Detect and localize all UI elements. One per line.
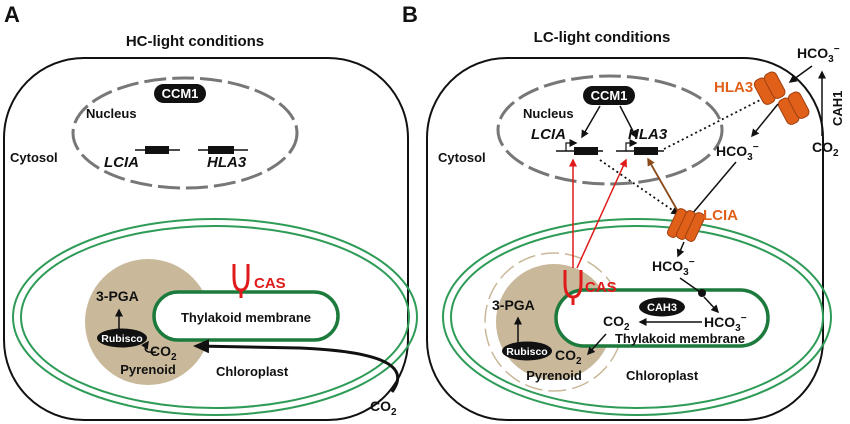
- panel-a-rubisco-badge: [97, 328, 147, 348]
- panel-b-letter: B: [402, 2, 418, 27]
- panel-b-lcia-to-stroma-arrow: [676, 241, 685, 258]
- panel-a-co2-to-rubisco-arrow: [141, 340, 157, 354]
- panel-b-title: LC-light conditions: [534, 29, 671, 46]
- panel-b-lcia-label: LCIA: [703, 207, 738, 224]
- panel-b-hco3-lumen: HCO3−: [704, 313, 747, 334]
- panel-b-chloroplast-label: Chloroplast: [626, 368, 699, 383]
- panel-b-ccm1-to-hla3-arrow: [619, 105, 637, 139]
- panel-a-rubisco-label: Rubisco: [101, 333, 142, 345]
- panel-b-ccm1-badge: [583, 86, 635, 105]
- panel-b-nucleus: [496, 74, 724, 186]
- panel-b-ccm1-to-lcia-arrow: [581, 105, 601, 139]
- panel-a-3pga-label: 3-PGA: [96, 288, 139, 304]
- panel-a-cas-label: CAS: [254, 275, 286, 292]
- panel-b-co2-lumen: CO2: [603, 313, 630, 333]
- panel-b-thylakoid-label: Thylakoid membrane: [615, 331, 745, 346]
- panel-b-nucleus-label: Nucleus: [523, 106, 574, 121]
- panel-a-pyrenoid-label: Pyrenoid: [120, 362, 176, 377]
- panel-b-lcia-promoter-arrow: [565, 139, 578, 151]
- panel-b-dot-to-lumen-hco3-arrow: [703, 296, 720, 314]
- panel-b-lcia-gene-label: LCIA: [531, 126, 566, 143]
- panel-a-chloroplast-inner: [20, 225, 410, 409]
- panel-b-ccm1-label: CCM1: [591, 88, 628, 103]
- panel-b-thylakoid: [554, 288, 770, 348]
- panel-a-chloroplast-label: Chloroplast: [216, 364, 289, 379]
- panel-a-thylakoid: [152, 290, 340, 342]
- panel-b-cytosol-label: Cytosol: [438, 150, 486, 165]
- panel-b-stroma-to-lumen-line: [679, 277, 701, 293]
- panel-b-hco3-ext-to-hla3-arrow: [788, 65, 813, 83]
- panel-a-lcia-gene-label: LCIA: [104, 154, 139, 171]
- panel-b-pyrenoid-label: Pyrenoid: [526, 368, 582, 383]
- panel-b-hco3-cytosol: HCO3−: [716, 142, 759, 163]
- panel-b-co2-rubisco: CO2: [555, 347, 582, 367]
- panel-b-hla3-to-cyt-arrow: [751, 103, 779, 138]
- panel-b-cah3-label: CAH3: [647, 302, 677, 314]
- panel-a-co2-external: CO2: [370, 398, 397, 418]
- panel-b-hla3-gene-box: [634, 147, 658, 155]
- panel-a-cell: [3, 57, 409, 421]
- panel-a-nucleus: [71, 76, 299, 190]
- panel-b-cell: [426, 57, 824, 421]
- panel-b-co2-external: CO2: [812, 139, 839, 159]
- panel-b: B LC-light conditions CCM1 Nucleus Cytos…: [402, 2, 845, 421]
- panel-b-hco3-stroma: HCO3−: [652, 257, 695, 278]
- panel-b-cah3-badge: [639, 297, 685, 317]
- panel-b-chloroplast-inner: [450, 225, 824, 409]
- panel-a-hla3-gene-label: HLA3: [207, 154, 247, 171]
- panel-a-cas-shape: [232, 264, 250, 292]
- panel-b-hla3-transporter: [753, 71, 810, 125]
- panel-b-cas-label: CAS: [585, 279, 617, 296]
- panel-b-lumen-co2-to-rubisco-arrow: [586, 333, 607, 356]
- panel-a-ccm1-badge: [154, 84, 206, 103]
- panel-b-cah1-label: CAH1: [830, 91, 845, 126]
- panel-a: A HC-light conditions CCM1 Nucleus Cytos…: [3, 2, 418, 421]
- panel-b-chloroplast-outer: [442, 218, 832, 416]
- panel-b-rubisco-badge: [502, 341, 552, 361]
- panel-b-cyt-to-lcia-line: [691, 161, 737, 215]
- panel-a-co2-uptake-arrow: [193, 339, 400, 393]
- panel-b-lcia-gene-box: [574, 147, 598, 155]
- panel-a-ccm1-label: CCM1: [162, 86, 199, 101]
- panel-b-rubisco-label: Rubisco: [506, 346, 547, 358]
- panel-a-cytosol-label: Cytosol: [10, 150, 58, 165]
- panel-b-hla3-gene-label: HLA3: [628, 126, 668, 143]
- panel-a-thylakoid-label: Thylakoid membrane: [181, 310, 311, 325]
- panel-a-lcia-gene-box: [145, 146, 169, 154]
- panel-b-3pga-label: 3-PGA: [492, 297, 535, 313]
- panel-b-lcia-to-hla3-arrow: [647, 157, 681, 216]
- panel-b-thylakoid-transporter-dot: [698, 289, 706, 297]
- panel-a-title: HC-light conditions: [126, 33, 264, 50]
- panel-b-lcia-dotted-link: [599, 159, 680, 215]
- panel-a-nucleus-label: Nucleus: [86, 106, 137, 121]
- panel-a-letter: A: [4, 2, 20, 27]
- panel-b-hla3-label: HLA3: [714, 79, 753, 96]
- panel-a-chloroplast-outer: [12, 218, 418, 416]
- panel-b-lcia-transporter: [666, 208, 706, 242]
- panel-a-hla3-gene-box: [208, 146, 234, 154]
- panel-b-cas-to-hla3-arrow: [576, 158, 627, 269]
- panel-a-co2-main: CO2: [150, 343, 177, 363]
- panel-b-hco3-external: HCO3−: [797, 44, 840, 65]
- panel-b-hla3-promoter-arrow: [625, 139, 638, 151]
